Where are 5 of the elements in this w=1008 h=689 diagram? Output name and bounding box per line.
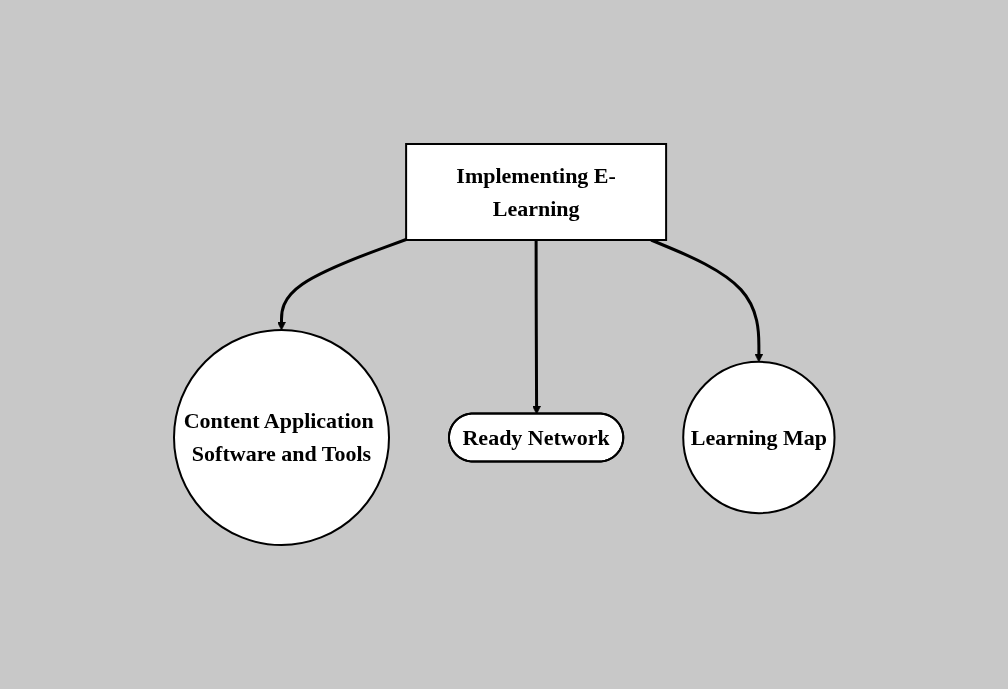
node-box: Implementing E-Learning <box>404 143 667 241</box>
node-circle: Content Application Software and Tools <box>172 329 390 546</box>
arrow <box>276 238 407 331</box>
arrow <box>531 240 541 415</box>
node-circle: Learning Map <box>681 360 836 515</box>
